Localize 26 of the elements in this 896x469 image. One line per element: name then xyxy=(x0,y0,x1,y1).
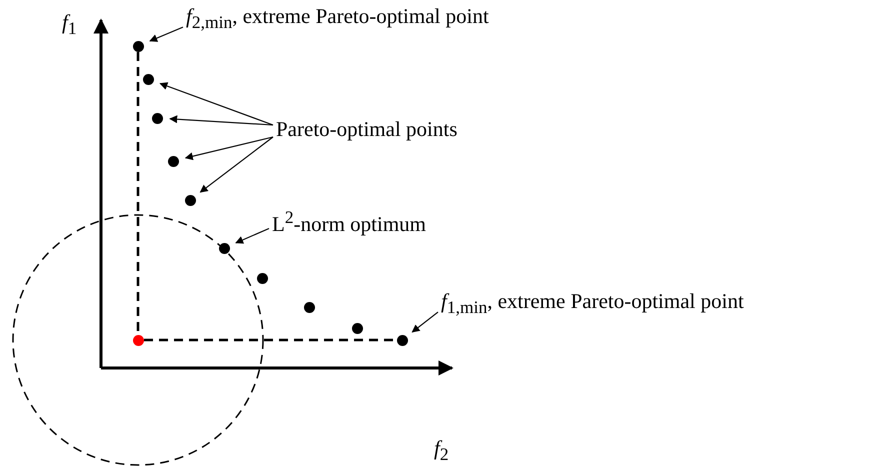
leader-arrow xyxy=(184,136,274,160)
dashed-guide-line xyxy=(136,52,140,334)
axis-label: f$_{2}$ xyxy=(434,436,449,466)
axis-label: f$_{1}$ xyxy=(62,10,77,40)
annotation-label: f$_{2,min}$, extreme Pareto-optimal point xyxy=(186,4,489,34)
pareto-point-dot xyxy=(142,74,154,84)
pareto-point-dot xyxy=(168,156,178,166)
leader-arrow xyxy=(169,115,274,126)
pareto-point-dot xyxy=(396,334,408,346)
leader-arrow xyxy=(235,228,270,244)
leader-arrow xyxy=(200,136,274,193)
leader-arrow xyxy=(149,26,184,42)
ideal-point-dot xyxy=(132,334,144,346)
pareto-point-dot xyxy=(132,40,144,52)
pareto-point-dot xyxy=(352,322,362,334)
leader-arrow xyxy=(412,312,438,333)
pareto-point-dot xyxy=(184,194,196,206)
annotation-label: Pareto-optimal points xyxy=(276,117,458,141)
pareto-point-dot xyxy=(304,302,314,312)
annotation-label: f$_{1,min}$, extreme Pareto-optimal point xyxy=(441,289,744,320)
pareto-point-dot xyxy=(256,272,268,284)
leader-arrow xyxy=(159,82,274,126)
pareto-point-dot xyxy=(152,112,162,124)
pareto-point-dot xyxy=(218,242,230,254)
dashed-guide-line xyxy=(144,338,396,342)
annotation-label: L$^{2}$-norm optimum xyxy=(272,205,426,236)
